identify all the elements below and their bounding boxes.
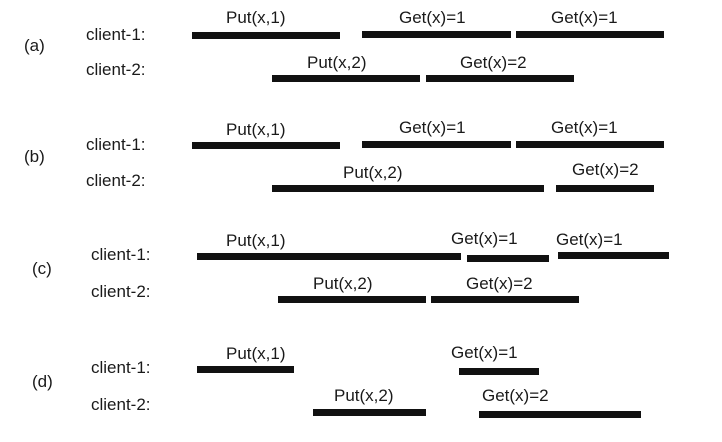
op-bar-put-x-1 — [197, 366, 294, 373]
op-label-get-x-1: Get(x)=1 — [551, 8, 618, 27]
op-bar-get-x-1 — [362, 31, 511, 38]
op-bar-put-x-1 — [192, 32, 340, 39]
op-bar-put-x-2 — [278, 296, 426, 303]
op-label-get-x-1: Get(x)=1 — [451, 343, 518, 362]
client-1-label: client-1: — [86, 135, 146, 154]
op-label-get-x-2: Get(x)=2 — [572, 160, 639, 179]
client-2-label: client-2: — [91, 395, 151, 414]
op-bar-get-x-1 — [362, 141, 511, 148]
op-label-put-x-1: Put(x,1) — [226, 8, 286, 27]
op-bar-put-x-2 — [313, 409, 426, 416]
op-label-get-x-1: Get(x)=1 — [551, 118, 618, 137]
op-label-put-x-1: Put(x,1) — [226, 231, 286, 250]
scenario-d: (d) client-1: client-2: Put(x,1) Get(x)=… — [32, 343, 641, 418]
scenario-label: (d) — [32, 372, 53, 391]
op-label-put-x-1: Put(x,1) — [226, 344, 286, 363]
op-label-get-x-1: Get(x)=1 — [451, 229, 518, 248]
op-bar-put-x-2 — [272, 75, 420, 82]
op-label-get-x-1: Get(x)=1 — [399, 8, 466, 27]
scenario-label: (a) — [24, 36, 45, 55]
op-bar-get-x-1 — [558, 252, 669, 259]
op-bar-put-x-1 — [197, 253, 461, 260]
op-bar-put-x-2 — [272, 185, 544, 192]
op-label-get-x-1: Get(x)=1 — [556, 230, 623, 249]
scenario-b: (b) client-1: client-2: Put(x,1) Get(x)=… — [24, 118, 664, 192]
op-bar-get-x-2 — [479, 411, 641, 418]
client-1-label: client-1: — [91, 245, 151, 264]
op-label-put-x-2: Put(x,2) — [343, 163, 403, 182]
scenario-a: (a) client-1: client-2: Put(x,1) Get(x)=… — [24, 8, 664, 82]
client-1-label: client-1: — [86, 25, 146, 44]
op-bar-get-x-2 — [426, 75, 574, 82]
op-bar-put-x-1 — [192, 142, 340, 149]
client-2-label: client-2: — [91, 282, 151, 301]
op-label-get-x-2: Get(x)=2 — [482, 386, 549, 405]
op-label-put-x-2: Put(x,2) — [334, 386, 394, 405]
scenario-label: (c) — [32, 259, 52, 278]
op-bar-get-x-1 — [516, 141, 664, 148]
op-label-put-x-2: Put(x,2) — [307, 53, 367, 72]
op-bar-get-x-1 — [516, 31, 664, 38]
client-2-label: client-2: — [86, 60, 146, 79]
op-bar-get-x-2 — [431, 296, 579, 303]
op-label-get-x-2: Get(x)=2 — [460, 53, 527, 72]
op-label-put-x-2: Put(x,2) — [313, 274, 373, 293]
op-label-get-x-2: Get(x)=2 — [466, 274, 533, 293]
client-1-label: client-1: — [91, 358, 151, 377]
client-2-label: client-2: — [86, 171, 146, 190]
op-bar-get-x-1 — [467, 255, 549, 262]
op-bar-get-x-2 — [556, 185, 654, 192]
op-label-get-x-1: Get(x)=1 — [399, 118, 466, 137]
op-bar-get-x-1 — [459, 368, 539, 375]
op-label-put-x-1: Put(x,1) — [226, 120, 286, 139]
scenario-c: (c) client-1: client-2: Put(x,1) Get(x)=… — [32, 229, 669, 303]
scenario-label: (b) — [24, 147, 45, 166]
